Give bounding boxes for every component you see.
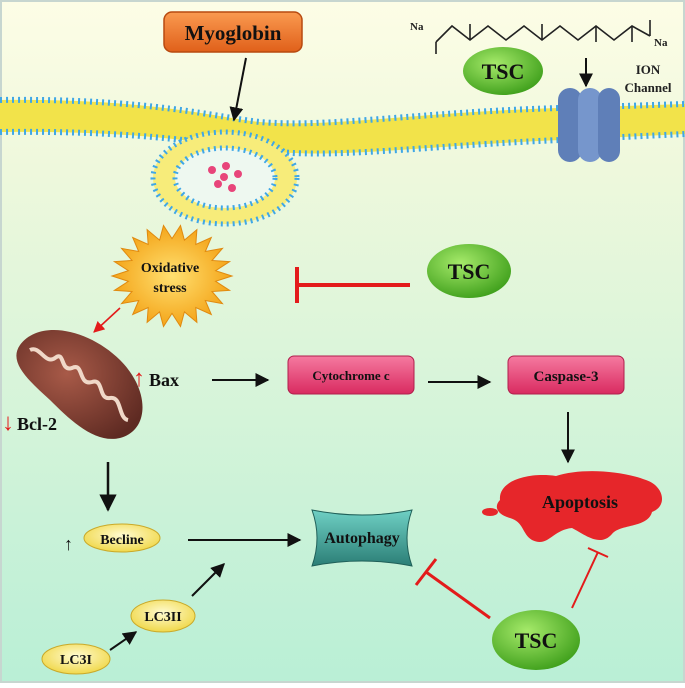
tsc-label-top: TSC: [482, 59, 525, 84]
arrow-myoglobin-to-membrane: [229, 57, 247, 122]
cytochrome-c-label: Cytochrome c: [312, 368, 390, 383]
bcl2-down-arrow: ↓: [2, 410, 14, 436]
myoglobin-label: Myoglobin: [185, 21, 282, 45]
arrow-lc3i-to-lc3ii: [109, 631, 138, 651]
lc3ii-node: LC3II: [130, 599, 196, 633]
lc3i-label: LC3I: [60, 653, 92, 668]
tsc-label-middle: TSC: [448, 259, 491, 284]
apoptosis-label: Apoptosis: [542, 492, 618, 512]
caspase-3-node: Caspase-3: [507, 355, 625, 395]
becline-label: Becline: [100, 533, 144, 548]
bax-up-arrow: ↑: [133, 366, 145, 392]
tsc-molecule-structure: [435, 20, 651, 54]
tsc-node-top: TSC: [463, 47, 543, 95]
myoglobin-node: Myoglobin: [163, 11, 303, 53]
sodium-label-left: Na: [410, 21, 424, 33]
arrow-oxidative-to-mitochondria: [93, 307, 121, 333]
tsc-node-middle: TSC: [427, 244, 511, 298]
lc3ii-label: LC3II: [144, 610, 181, 625]
inhibit-tsc-autophagy: [414, 558, 491, 620]
vesicle: [150, 129, 300, 227]
inhibit-tsc-apoptosis: [571, 547, 609, 609]
becline-node: Becline: [83, 523, 161, 553]
inhibit-tsc-oxidative: [295, 267, 410, 303]
caspase-3-label: Caspase-3: [533, 369, 598, 385]
cell-membrane: [0, 96, 685, 157]
bax-label: Bax: [149, 370, 179, 390]
autophagy-label: Autophagy: [324, 530, 400, 547]
lc3i-node: LC3I: [41, 643, 111, 675]
autophagy-node: Autophagy: [311, 509, 413, 567]
tsc-label-bottom: TSC: [515, 628, 558, 653]
ion-channel-icon: [558, 88, 620, 162]
myoglobin-particles: [208, 162, 242, 192]
mitochondria-icon: [16, 329, 143, 439]
bcl2-label: Bcl-2: [17, 414, 57, 434]
apoptosis-node: Apoptosis: [482, 471, 663, 543]
tsc-node-bottom: TSC: [492, 610, 580, 670]
cytochrome-c-node: Cytochrome c: [287, 355, 415, 395]
arrow-lc3ii-to-autophagy: [191, 563, 225, 597]
sodium-label-right: Na: [654, 37, 668, 49]
becline-up-arrow: ↑: [64, 534, 73, 554]
